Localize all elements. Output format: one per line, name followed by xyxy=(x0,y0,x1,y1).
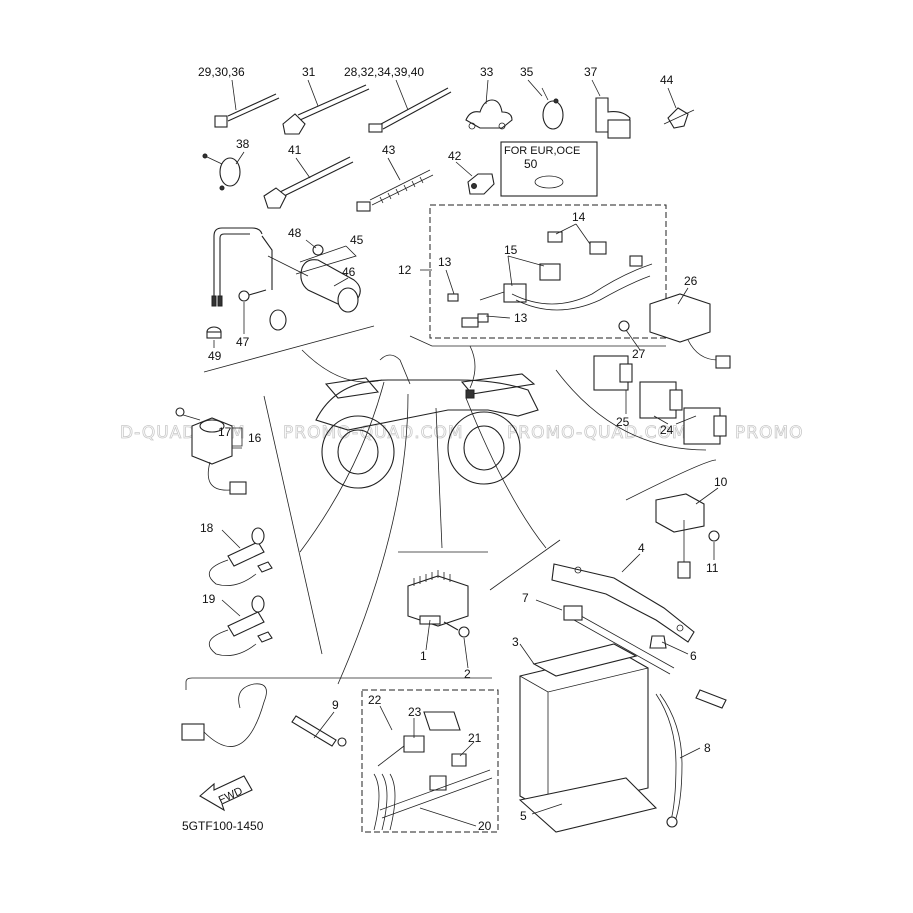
sub-harness-20 xyxy=(361,689,499,833)
group-divider-harness xyxy=(203,325,375,373)
cable-tie-31 xyxy=(282,84,370,135)
group-divider-regulator xyxy=(625,459,717,501)
callout-20: 20 xyxy=(478,819,492,833)
battery-cable-7 xyxy=(563,605,727,709)
callout-21: 21 xyxy=(468,731,482,745)
callout-37: 37 xyxy=(584,65,598,79)
cable-tie-43 xyxy=(356,169,434,212)
callout-45: 45 xyxy=(350,233,364,247)
callout-8: 8 xyxy=(704,741,711,755)
battery-sheet-5 xyxy=(518,777,658,833)
leader-wiring xyxy=(337,393,409,685)
region-note-box xyxy=(500,141,598,197)
callout-38: 38 xyxy=(236,137,250,151)
watermark-middle-1: PROMO-QUAD.COM xyxy=(283,423,464,443)
callout-16: 16 xyxy=(248,431,262,445)
wire-harness-45-46 xyxy=(211,227,361,331)
callout-14: 14 xyxy=(572,210,586,224)
switch-18 xyxy=(208,527,273,587)
callout-17: 17 xyxy=(218,425,232,439)
battery-3 xyxy=(519,643,649,813)
callout-42: 42 xyxy=(448,149,462,163)
note-for-eur-oce: FOR EUR,OCE xyxy=(504,145,580,157)
ignitor-26 xyxy=(618,293,731,369)
callout-13-upper: 13 xyxy=(438,255,452,269)
callout-5: 5 xyxy=(520,809,527,823)
leader-lines xyxy=(213,79,719,827)
cable-tie-28-32-34-39-40 xyxy=(368,87,452,133)
callout-25: 25 xyxy=(616,415,630,429)
clamp-33 xyxy=(465,99,513,130)
fuse-group-12 xyxy=(409,204,667,347)
callout-2: 2 xyxy=(464,667,471,681)
callout-11: 11 xyxy=(706,561,719,575)
negative-lead-8 xyxy=(655,693,683,828)
clamp-37 xyxy=(595,97,631,139)
watermark: D-QUAD.COM PROMO-QUAD.COM PROMO-QUAD.COM… xyxy=(120,423,804,444)
diagram-code: 5GTF100-1450 xyxy=(182,819,264,833)
callout-29-30-36: 29,30,36 xyxy=(198,65,245,79)
callout-33: 33 xyxy=(480,65,494,79)
clip-44 xyxy=(663,107,695,129)
callout-50: 50 xyxy=(524,157,538,171)
callout-43: 43 xyxy=(382,143,396,157)
callout-10: 10 xyxy=(714,475,728,489)
callout-1: 1 xyxy=(420,649,427,663)
callout-28-32-34-39-40: 28,32,34,39,40 xyxy=(344,65,424,79)
callout-47: 47 xyxy=(236,335,250,349)
callout-44: 44 xyxy=(660,73,674,87)
fwd-arrow xyxy=(199,775,253,812)
clamp-42 xyxy=(467,173,495,195)
bolt-2 xyxy=(443,621,470,638)
callout-22: 22 xyxy=(368,693,382,707)
leader-switches xyxy=(299,381,385,553)
switch-19 xyxy=(208,595,273,657)
group-divider-left xyxy=(263,395,323,655)
callout-18: 18 xyxy=(200,521,214,535)
callout-23: 23 xyxy=(408,705,422,719)
clamp-38 xyxy=(202,153,241,191)
callout-24: 24 xyxy=(660,423,674,437)
atv-body xyxy=(315,354,539,489)
watermark-right: PROMO xyxy=(735,423,804,443)
callout-49: 49 xyxy=(208,349,222,363)
callout-6: 6 xyxy=(690,649,697,663)
leader-right-relays xyxy=(555,369,707,451)
rectifier-regulator-1 xyxy=(407,570,469,627)
damper-6 xyxy=(649,635,667,649)
regulator-10 xyxy=(655,493,720,579)
leader-rectifier xyxy=(435,407,443,549)
callout-46: 46 xyxy=(342,265,356,279)
callout-41: 41 xyxy=(288,143,302,157)
callout-4: 4 xyxy=(638,541,645,555)
leader-harness xyxy=(301,349,383,383)
callout-15: 15 xyxy=(504,243,518,257)
cable-tie-29-30-36 xyxy=(214,93,280,128)
main-switch-16-17 xyxy=(175,407,247,495)
relay-25 xyxy=(593,355,633,391)
callout-27: 27 xyxy=(632,347,646,361)
callout-26: 26 xyxy=(684,274,698,288)
cable-tie-41 xyxy=(263,156,354,209)
grommet-49 xyxy=(206,326,222,339)
group-divider-battery xyxy=(489,539,561,591)
callout-3: 3 xyxy=(512,635,519,649)
callout-12: 12 xyxy=(398,263,412,277)
callout-7: 7 xyxy=(522,591,529,605)
clamp-35 xyxy=(541,87,564,130)
callout-48: 48 xyxy=(288,226,302,240)
callout-19: 19 xyxy=(202,592,216,606)
leader-battery xyxy=(465,397,547,549)
callout-13-lower: 13 xyxy=(514,311,528,325)
leader-fuse-group xyxy=(469,345,476,389)
bolt-47 xyxy=(238,289,267,302)
callout-31: 31 xyxy=(302,65,316,79)
wire-lead-9 xyxy=(181,683,347,747)
group-divider-bottom xyxy=(185,677,492,690)
battery-bracket-4 xyxy=(551,563,695,643)
callout-9: 9 xyxy=(332,698,339,712)
relay-24 xyxy=(639,381,727,445)
callout-35: 35 xyxy=(520,65,534,79)
